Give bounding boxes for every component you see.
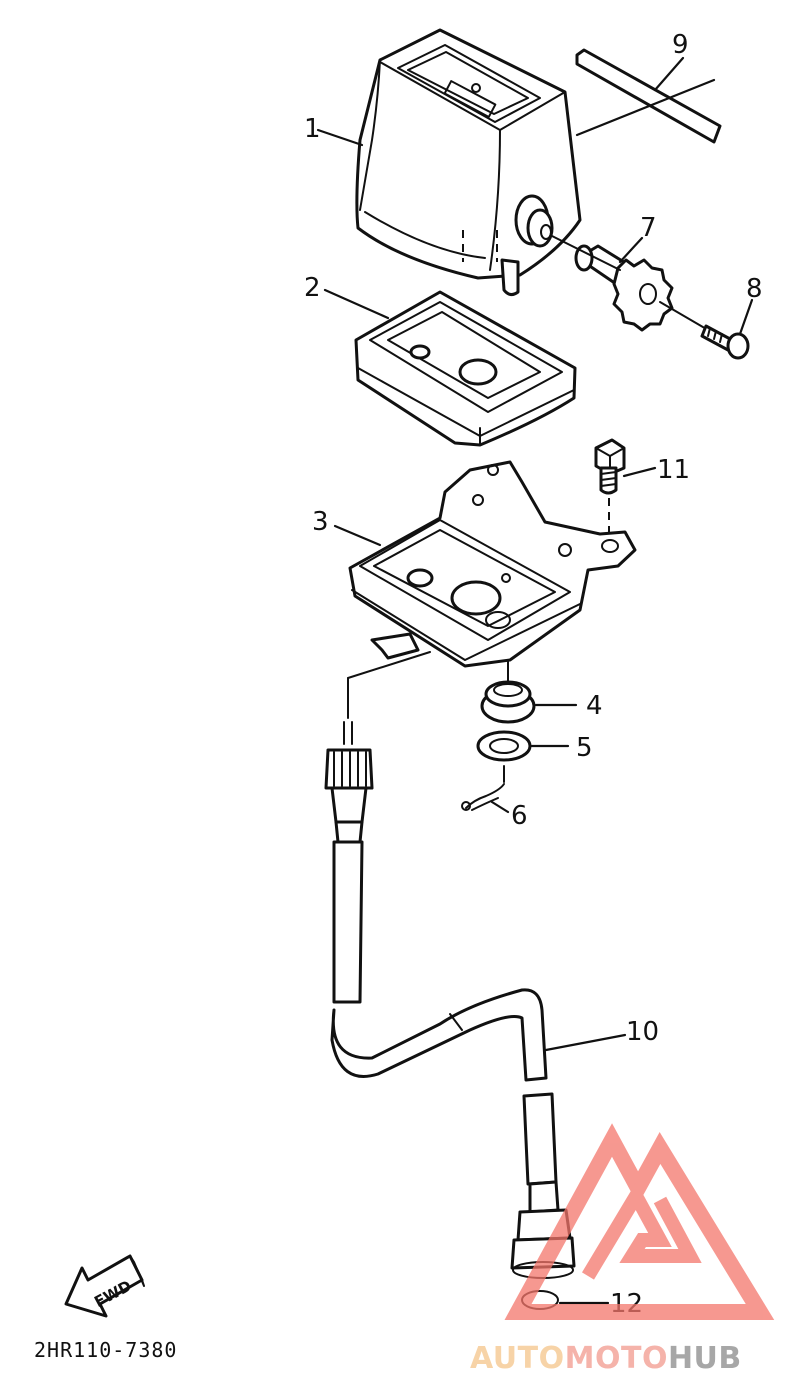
fwd-arrow: FWD xyxy=(64,1254,145,1318)
callout-5: 5 xyxy=(576,733,593,763)
diagram-reference-code: 2HR110-7380 xyxy=(34,1338,177,1362)
part-8-screw xyxy=(659,298,754,360)
callout-4: 4 xyxy=(586,691,603,721)
part-7-drive-gear xyxy=(551,235,674,332)
callout-8: 8 xyxy=(746,274,763,304)
part-11-bolt xyxy=(594,438,657,540)
part-10-speedometer-cable xyxy=(324,651,627,1279)
callout-6: 6 xyxy=(511,801,528,831)
part-2-cushion xyxy=(323,288,577,447)
watermark-auto: AUTO xyxy=(470,1341,565,1376)
part-4-grommet xyxy=(480,659,578,724)
part-6-clip xyxy=(461,765,510,814)
automotohub-logo-icon xyxy=(504,1123,775,1320)
callout-9: 9 xyxy=(672,30,689,60)
watermark-text: AUTOMOTOHUB xyxy=(470,1341,742,1376)
callout-2: 2 xyxy=(304,273,321,303)
watermark-hub: HUB xyxy=(668,1341,742,1376)
callout-11: 11 xyxy=(657,455,690,485)
automotohub-watermark: AUTOMOTOHUB xyxy=(470,1123,775,1376)
part-3-bracket xyxy=(333,460,637,668)
watermark-moto: MOTO xyxy=(565,1341,668,1376)
part-1-speedometer xyxy=(355,28,582,297)
callout-1: 1 xyxy=(304,114,321,144)
part-9-strip xyxy=(575,48,722,144)
part-5-washer xyxy=(476,730,570,762)
callout-3: 3 xyxy=(312,507,329,537)
callout-7: 7 xyxy=(640,213,657,243)
callout-10: 10 xyxy=(626,1017,659,1047)
